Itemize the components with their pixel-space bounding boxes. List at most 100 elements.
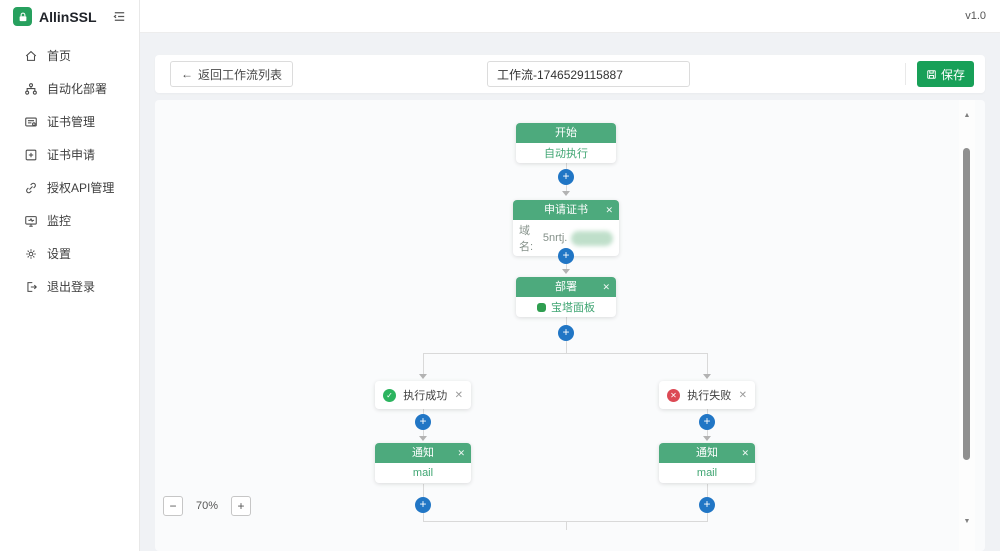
branch-fail[interactable]: ✕ 执行失败 ✕ (659, 381, 755, 409)
scroll-down-icon[interactable]: ▼ (963, 518, 971, 525)
arrow-down-icon (562, 191, 570, 196)
close-icon[interactable]: ✕ (605, 205, 613, 215)
sidebar-item-cert-apply[interactable]: 证书申请 (0, 138, 139, 171)
sidebar-item-label: 设置 (47, 247, 72, 261)
sidebar-item-label: 监控 (47, 214, 72, 228)
zoom-out-button[interactable]: − (163, 496, 183, 516)
close-icon[interactable]: ✕ (454, 389, 463, 401)
connector-line (423, 353, 424, 375)
gear-icon (24, 247, 38, 261)
back-button[interactable]: ← 返回工作流列表 (170, 61, 294, 87)
add-node-button[interactable]: + (699, 497, 715, 513)
sidebar-item-label: 退出登录 (47, 280, 96, 294)
sidebar-item-label: 首页 (47, 49, 72, 63)
sidebar: AllinSSL 首页 自动化部署 (0, 0, 140, 551)
scroll-up-icon[interactable]: ▲ (963, 112, 971, 119)
domain-redacted-blob (571, 230, 613, 246)
arrow-down-icon (419, 436, 427, 441)
node-apply-certificate[interactable]: 申请证书 ✕ 域名: 5nrtj. (513, 200, 619, 256)
deploy-workflow-icon (24, 82, 38, 96)
connector-line (566, 521, 567, 530)
sidebar-item-deploy[interactable]: 自动化部署 (0, 72, 139, 105)
add-node-button[interactable]: + (699, 414, 715, 430)
add-node-button[interactable]: + (558, 325, 574, 341)
sidebar-item-api[interactable]: 授权API管理 (0, 171, 139, 204)
lock-icon (19, 12, 26, 21)
node-notify-header: 通知 ✕ (375, 443, 471, 463)
back-button-label: 返回工作流列表 (198, 67, 283, 82)
deploy-target-label: 宝塔面板 (551, 302, 595, 314)
node-title: 部署 (555, 281, 577, 293)
scrollbar: ▲ ▼ (959, 100, 975, 551)
node-title: 通知 (412, 447, 434, 459)
save-button[interactable]: 保存 (917, 61, 975, 87)
domain-label: 域名: (519, 225, 534, 253)
node-start[interactable]: 开始 自动执行 (516, 123, 616, 163)
api-link-icon (24, 181, 38, 195)
app-logo (13, 7, 32, 26)
add-node-button[interactable]: + (415, 497, 431, 513)
node-notify-fail[interactable]: 通知 ✕ mail (659, 443, 755, 483)
zoom-controls: − 70% + (163, 496, 252, 516)
sidebar-nav: 首页 自动化部署 证书管理 证书申请 (0, 39, 139, 303)
node-notify-body: mail (696, 467, 718, 479)
app-title: AllinSSL (39, 8, 97, 25)
node-notify-success[interactable]: 通知 ✕ mail (375, 443, 471, 483)
domain-value: 5nrtj. (542, 232, 568, 244)
sidebar-item-monitor[interactable]: 监控 (0, 204, 139, 237)
certificate-manage-icon (24, 115, 38, 129)
arrow-down-icon (419, 374, 427, 379)
sidebar-item-label: 证书申请 (47, 148, 96, 162)
close-icon[interactable]: ✕ (457, 448, 465, 458)
branch-success[interactable]: ✓ 执行成功 ✕ (375, 381, 471, 409)
bt-panel-icon (537, 302, 546, 312)
node-title: 通知 (696, 447, 718, 459)
monitor-icon (24, 214, 38, 228)
logout-icon (24, 280, 38, 294)
sidebar-item-cert-manage[interactable]: 证书管理 (0, 105, 139, 138)
connector-line (423, 521, 708, 522)
branch-success-label: 执行成功 (403, 390, 448, 402)
workflow-canvas[interactable]: 开始 自动执行 申请证书 ✕ 域名: 5nrtj. 部署 ✕ 宝塔面板 (155, 100, 985, 551)
cross-icon: ✕ (667, 388, 680, 402)
toolbar: ← 返回工作流列表 保存 (155, 55, 985, 93)
certificate-apply-icon (24, 148, 38, 162)
sidebar-collapse-icon[interactable] (112, 9, 127, 24)
node-deploy[interactable]: 部署 ✕ 宝塔面板 (516, 277, 616, 317)
close-icon[interactable]: ✕ (738, 389, 747, 401)
toolbar-divider (905, 63, 906, 85)
arrow-down-icon (562, 269, 570, 274)
home-icon (24, 49, 38, 63)
sidebar-item-label: 证书管理 (47, 115, 96, 129)
add-node-button[interactable]: + (558, 248, 574, 264)
branch-fail-label: 执行失败 (687, 390, 732, 402)
close-icon[interactable]: ✕ (741, 448, 749, 458)
add-node-button[interactable]: + (558, 169, 574, 185)
scrollbar-thumb[interactable] (963, 148, 970, 460)
sidebar-item-logout[interactable]: 退出登录 (0, 270, 139, 303)
zoom-in-button[interactable]: + (231, 496, 252, 516)
node-title: 申请证书 (544, 204, 588, 216)
node-start-body: 自动执行 (544, 148, 588, 160)
connector-line (423, 353, 708, 354)
save-button-label: 保存 (941, 67, 966, 82)
sidebar-item-settings[interactable]: 设置 (0, 237, 139, 270)
close-icon[interactable]: ✕ (602, 282, 610, 292)
back-arrow-icon: ← (181, 67, 193, 81)
node-notify-header: 通知 ✕ (659, 443, 755, 463)
node-notify-body: mail (412, 467, 434, 479)
version-label: v1.0 (965, 10, 986, 22)
zoom-level-label: 70% (196, 500, 219, 512)
sidebar-item-home[interactable]: 首页 (0, 39, 139, 72)
brand: AllinSSL (0, 0, 139, 33)
add-node-button[interactable]: + (415, 414, 431, 430)
top-header: v1.0 (140, 0, 1000, 33)
node-apply-body: 域名: 5nrtj. (513, 220, 619, 256)
arrow-down-icon (703, 374, 711, 379)
connector-line (707, 353, 708, 375)
sidebar-item-label: 授权API管理 (47, 181, 115, 195)
workflow-name-input[interactable] (487, 61, 690, 87)
node-apply-header: 申请证书 ✕ (513, 200, 619, 220)
node-deploy-body: 宝塔面板 (516, 297, 616, 317)
